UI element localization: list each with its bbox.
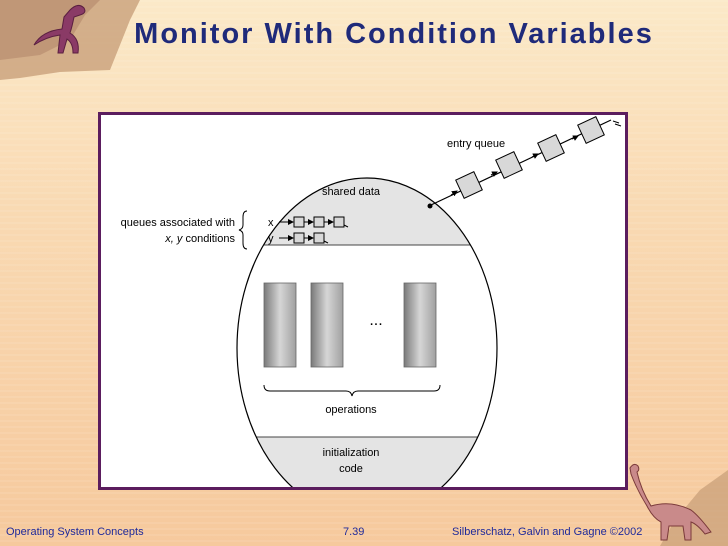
condition-x-label: x (268, 217, 274, 229)
operation-bar (310, 282, 344, 368)
operations-label: operations (325, 404, 377, 416)
queues-label-conditions: conditions (185, 233, 235, 245)
entry-queue-box (495, 151, 523, 179)
entry-queue-arrow-marks (450, 120, 622, 197)
monitor-diagram-frame: shared data entry queue queues associate… (98, 112, 628, 490)
initialization-label-line1: initialization (323, 447, 380, 459)
footer-course-title: Operating System Concepts (6, 526, 144, 538)
entry-queue-box (577, 116, 605, 144)
condition-y-queue (279, 232, 329, 244)
operations-ellipsis: ... (369, 312, 382, 329)
entry-queue-box (537, 134, 565, 162)
dinosaur-bottom-right-icon (629, 463, 728, 546)
queues-label-vars: x, y (164, 233, 184, 245)
entry-queue-boxes (455, 116, 605, 199)
entry-queue-box (455, 171, 483, 199)
entry-queue-label: entry queue (447, 138, 505, 150)
dinosaur-top-left-icon (0, 0, 140, 80)
monitor-diagram: shared data entry queue queues associate… (121, 116, 622, 487)
slide-title: Monitor With Condition Variables (0, 18, 728, 51)
monitor-oval (236, 177, 498, 487)
shared-data-label: shared data (322, 186, 381, 198)
operation-bar (263, 282, 297, 368)
initialization-region (237, 437, 497, 487)
operations-brace (263, 384, 441, 397)
operation-bar (403, 282, 437, 368)
queues-label-line2: x, y conditions (164, 233, 235, 245)
footer-slide-number: 7.39 (343, 526, 365, 538)
condition-x-queue (279, 216, 349, 228)
slide-title-text: Monitor With Condition Variables (134, 18, 654, 50)
initialization-label-line2: code (339, 463, 363, 475)
queues-label-line1: queues associated with (121, 217, 235, 229)
condition-y-label: y (268, 233, 274, 245)
queues-brace (238, 210, 248, 250)
footer-copyright: Silberschatz, Galvin and Gagne ©2002 (452, 526, 643, 538)
